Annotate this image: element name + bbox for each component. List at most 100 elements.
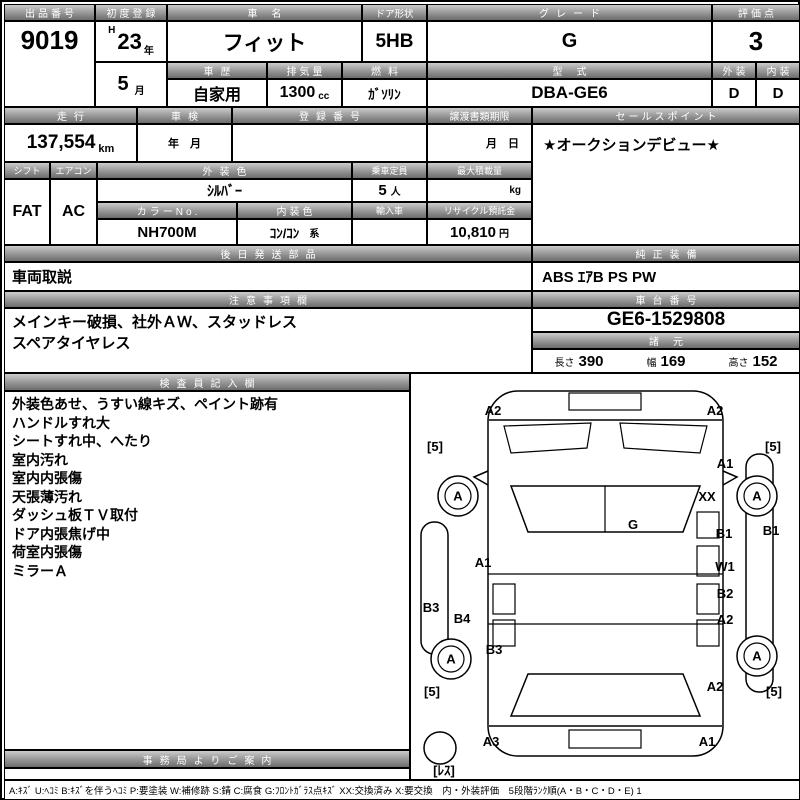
rear-window	[509, 673, 702, 717]
damage-marker: [5]	[765, 439, 781, 454]
sales-point-header: セールスポイント	[532, 107, 800, 124]
office-info-value	[4, 768, 410, 780]
damage-marker: B4	[454, 611, 471, 626]
headlight-left	[503, 422, 592, 454]
displacement-value: 1300 cc	[267, 79, 342, 107]
capacity-number: 5	[378, 182, 387, 199]
damage-marker: W1	[715, 559, 735, 574]
inspector-text: 外装色あせ、うすい線キズ、ペイント跡有ハンドルすれ大シートすれ中、へたり室内汚れ…	[4, 391, 410, 750]
auction-no-value: 9019	[4, 21, 95, 107]
damage-marker: A1	[475, 555, 492, 570]
mileage-header: 走行	[4, 107, 137, 124]
exterior-color-value: ｼﾙﾊﾞｰ	[97, 179, 352, 202]
grade-header: グレード	[427, 4, 712, 21]
damage-marker: B2	[717, 586, 734, 601]
trim-box	[696, 511, 720, 539]
width-label: 幅	[646, 357, 657, 369]
wheel-grade: A	[453, 489, 463, 504]
sales-point-value: ★オークションデビュー★	[532, 124, 800, 245]
score-header: 評価点	[712, 4, 800, 21]
trim-box	[492, 583, 516, 615]
wheel-grade: A	[752, 649, 762, 664]
damage-marker: A2	[707, 403, 724, 418]
recycle-deposit-number: 10,810	[450, 223, 496, 241]
aircon-value: AC	[50, 179, 97, 245]
wheel: A	[430, 638, 472, 680]
side-panel-right	[745, 453, 774, 693]
mileage-number: 137,554	[26, 132, 96, 153]
exterior-score-value: D	[712, 79, 756, 107]
first-registration-year: H 23 年	[95, 21, 167, 62]
model-code-value: DBA-GE6	[427, 79, 712, 107]
damage-marker: A2	[485, 403, 502, 418]
car-name-header: 車名	[167, 4, 362, 21]
capacity-header: 乗車定員	[352, 162, 427, 179]
registration-no-value	[232, 124, 427, 162]
damage-marker: A1	[717, 456, 734, 471]
front-plate	[568, 392, 642, 411]
inspection-value: 年 月	[137, 124, 232, 162]
max-load-value: kg	[427, 179, 532, 202]
fuel-header: 燃料	[342, 62, 427, 79]
rear-plate	[568, 729, 642, 749]
interior-color-unit: 系	[309, 228, 320, 240]
inspector-note-line: 荷室内張傷	[12, 544, 82, 560]
history-value: 自家用	[167, 79, 267, 107]
transfer-deadline-value: 月 日	[427, 124, 532, 162]
damage-marker: A3	[483, 734, 500, 749]
length-value: 390	[578, 352, 604, 370]
height-label: 高さ	[728, 357, 749, 369]
damage-marker: A2	[717, 612, 734, 627]
trim-box	[696, 583, 720, 615]
damage-marker: [5]	[766, 684, 782, 699]
inspector-note-line: 室内内張傷	[12, 470, 82, 486]
reg-month: 5	[117, 73, 129, 95]
wheel: A	[736, 475, 778, 517]
caution-line: メインキー破損、社外ＡＷ、スタッドレス	[12, 314, 298, 331]
color-no-header: カラーNo.	[97, 202, 237, 219]
windshield	[509, 485, 702, 533]
month-unit: 月	[134, 86, 145, 97]
transfer-deadline-header: 譲渡書類期限	[427, 107, 532, 124]
exterior-color-header: 外装色	[97, 162, 352, 179]
damage-marker: G	[628, 517, 638, 532]
inspector-note-line: ダッシュ板ＴＶ取付	[12, 507, 138, 523]
equipment-value: ABS ｴｱB PS PW	[532, 262, 800, 291]
shift-header: シフト	[4, 162, 50, 179]
inspector-note-line: 室内汚れ	[12, 451, 68, 468]
interior-score-value: D	[756, 79, 800, 107]
mileage-value: 137,554 km	[4, 124, 137, 162]
inspector-note-line: 外装色あせ、うすい線キズ、ペイント跡有	[12, 396, 278, 412]
year-unit: 年	[143, 46, 154, 57]
recycle-deposit-header: リサイクル預託金	[427, 202, 532, 219]
wheel: A	[736, 635, 778, 677]
car-name-value: フィット	[167, 21, 362, 62]
grade-value: G	[427, 21, 712, 62]
side-panel-left	[420, 521, 449, 655]
inspector-note-line: ドア内張焦げ中	[12, 525, 110, 542]
import-value	[352, 219, 427, 245]
model-code-header: 型式	[427, 62, 712, 79]
shift-value: FAT	[4, 179, 50, 245]
aircon-header: エアコン	[50, 162, 97, 179]
chassis-no-header: 車台番号	[532, 291, 800, 308]
damage-marker: B1	[763, 523, 780, 538]
spare-tire	[423, 731, 457, 765]
inspector-note-line: 天張薄汚れ	[12, 488, 82, 505]
length-group: 長さ 390	[554, 353, 603, 370]
door-shape-value: 5HB	[362, 21, 427, 62]
capacity-value: 5 人	[352, 179, 427, 202]
trim-box	[696, 619, 720, 647]
import-header: 輸入車	[352, 202, 427, 219]
caution-line: スペアタイヤレス	[12, 335, 131, 352]
height-group: 高さ 152	[728, 353, 777, 370]
damage-marker: XX	[698, 489, 716, 504]
damage-marker: B1	[716, 526, 733, 541]
recycle-deposit-value: 10,810 円	[427, 219, 532, 245]
damage-marker: A2	[707, 679, 724, 694]
interior-color-value: ｺﾝ/ｺﾝ 系	[237, 219, 352, 245]
mirror-right	[722, 470, 739, 486]
headlight-right	[619, 422, 708, 454]
